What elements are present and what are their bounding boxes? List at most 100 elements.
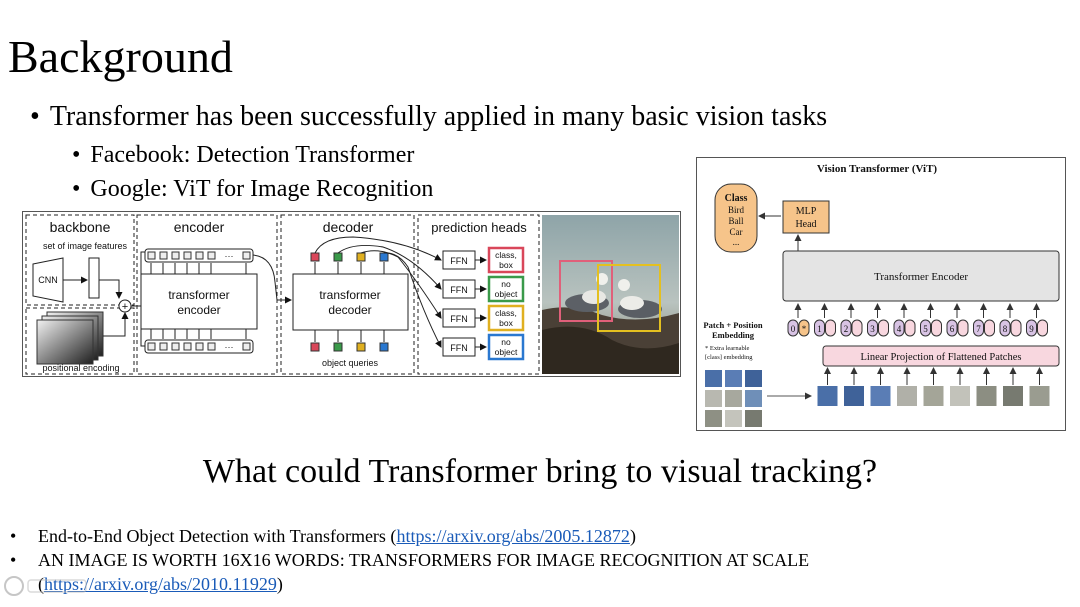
posenc-section bbox=[25, 307, 135, 375]
token-2: 2 bbox=[840, 303, 863, 337]
image-patch-9 bbox=[1029, 386, 1050, 406]
class-item-3: Car bbox=[730, 227, 743, 237]
class-token-star: * bbox=[802, 324, 807, 334]
bullet-marker: • bbox=[72, 176, 81, 202]
head-output-3-line2: box bbox=[499, 318, 513, 328]
patch-embedding-pill bbox=[825, 319, 836, 337]
position-embedding-pill bbox=[867, 319, 878, 337]
transformer-encoder-text1: transformer bbox=[168, 288, 229, 302]
patch-embedding-pill bbox=[931, 319, 942, 337]
cnn-block bbox=[32, 257, 64, 303]
encoder-label: encoder bbox=[174, 219, 225, 235]
token-5: 5 bbox=[920, 303, 942, 337]
token-index: 5 bbox=[923, 324, 928, 334]
transformer-decoder-text2: decoder bbox=[328, 303, 371, 317]
flattened-patches bbox=[817, 367, 1050, 406]
position-embedding-pill bbox=[814, 319, 825, 337]
image-features-label: set of image features bbox=[43, 241, 128, 251]
detr-paper-link[interactable]: https://arxiv.org/abs/2005.12872 bbox=[396, 526, 630, 546]
token-3: 3 bbox=[867, 303, 889, 337]
ffn-blocks bbox=[442, 250, 476, 357]
mlp-head-line1: MLP bbox=[796, 206, 817, 217]
position-embedding-pill bbox=[946, 319, 958, 337]
image-patch-5 bbox=[923, 386, 944, 406]
mlp-head-line2: Head bbox=[795, 219, 816, 230]
token-index: 1 bbox=[817, 324, 822, 334]
class-item-4: ... bbox=[733, 237, 740, 247]
position-embedding-pill bbox=[840, 319, 852, 337]
vit-paper-link[interactable]: https://arxiv.org/abs/2010.11929 bbox=[44, 574, 277, 594]
patch-embedding-pill bbox=[878, 319, 889, 337]
class-item-2: Ball bbox=[729, 216, 744, 226]
main-bullet: • Transformer has been successfully appli… bbox=[30, 100, 827, 134]
decoder-query-out-2 bbox=[333, 252, 343, 262]
patch-embedding-pill bbox=[957, 319, 969, 337]
position-embedding-pill bbox=[787, 319, 799, 337]
token-index: 7 bbox=[976, 324, 981, 334]
encoder-top-ellipsis: ··· bbox=[225, 251, 234, 261]
object-query-1 bbox=[310, 342, 320, 352]
detection-box-pink bbox=[559, 260, 613, 322]
transformer-encoder-label: Transformer Encoder bbox=[874, 271, 968, 283]
main-bullet-text: Transformer has been successfully applie… bbox=[49, 101, 828, 132]
vit-title: Vision Transformer (ViT) bbox=[817, 163, 938, 175]
patch-embedding-pill bbox=[1010, 319, 1022, 337]
vit-figure: Vision Transformer (ViT) Class Bird Ball… bbox=[696, 157, 1066, 431]
transformer-encoder-block bbox=[140, 273, 258, 330]
reference-item-vit-link: (https://arxiv.org/abs/2010.11929) bbox=[10, 572, 809, 596]
transformer-encoder-box bbox=[782, 250, 1060, 302]
ffn-label-2: FFN bbox=[450, 285, 468, 295]
decoder-query-out-3 bbox=[356, 252, 366, 262]
head-output-2 bbox=[487, 275, 525, 303]
object-query-3 bbox=[356, 342, 366, 352]
seagull-photo bbox=[542, 215, 679, 374]
positional-encoding-label: positional encoding bbox=[42, 363, 119, 373]
ffn-label-3: FFN bbox=[450, 314, 468, 324]
position-embedding-pill bbox=[1026, 319, 1037, 337]
sub-bullet-facebook: •Facebook: Detection Transformer bbox=[72, 140, 414, 170]
token-index: 8 bbox=[1003, 324, 1008, 334]
transformer-decoder-text1: transformer bbox=[319, 288, 380, 302]
token-7: 7 bbox=[973, 303, 995, 337]
extra-learnable-line2: [class] embedding bbox=[705, 354, 753, 361]
reference-tail: ) bbox=[276, 574, 283, 594]
reference-item-detr: • End-to-End Object Detection with Trans… bbox=[10, 524, 809, 548]
object-query-4 bbox=[379, 342, 389, 352]
cnn-label: CNN bbox=[38, 275, 58, 285]
bullet-marker: • bbox=[72, 142, 81, 168]
reference-text: End-to-End Object Detection with Transfo… bbox=[38, 526, 397, 546]
object-query-2 bbox=[333, 342, 343, 352]
head-output-1-line2: box bbox=[499, 260, 513, 270]
image-patch-3 bbox=[870, 386, 891, 406]
ffn-label-1: FFN bbox=[450, 256, 468, 266]
sub-bullet-text: Google: ViT for Image Recognition bbox=[90, 176, 434, 202]
head-output-2-line1: no bbox=[501, 279, 511, 289]
ffn-label-4: FFN bbox=[450, 343, 468, 353]
slide-title: Background bbox=[8, 31, 233, 82]
extra-learnable-line1: * Extra learnable bbox=[705, 345, 750, 352]
reference-text: AN IMAGE IS WORTH 16X16 WORDS: TRANSFORM… bbox=[38, 550, 810, 570]
image-patch-4 bbox=[897, 386, 917, 406]
watermark-logo bbox=[4, 576, 87, 596]
vit-diagram: Vision Transformer (ViT) Class Bird Ball… bbox=[703, 163, 1060, 427]
bullet-marker: • bbox=[30, 101, 40, 132]
detr-figure: backbone set of image features CNN + pos… bbox=[22, 211, 681, 377]
patch-embedding-pill bbox=[984, 319, 995, 337]
token-0: 0* bbox=[787, 303, 810, 337]
decoder-section bbox=[280, 214, 415, 375]
token-9: 9 bbox=[1026, 303, 1048, 337]
image-patch-7 bbox=[976, 386, 997, 406]
backbone-section bbox=[25, 214, 135, 306]
positional-encoding-map bbox=[36, 319, 94, 365]
image-patch-6 bbox=[950, 386, 970, 406]
token-index: 4 bbox=[897, 324, 902, 334]
decoder-query-out-4 bbox=[379, 252, 389, 262]
head-output-1 bbox=[487, 246, 525, 274]
plus-sign: + bbox=[122, 301, 128, 313]
linear-projection-label: Linear Projection of Flattened Patches bbox=[861, 352, 1022, 363]
linear-projection-box bbox=[822, 345, 1060, 367]
object-queries-label: object queries bbox=[322, 358, 379, 368]
prediction-heads-label: prediction heads bbox=[431, 220, 527, 235]
image-patch-8 bbox=[1003, 386, 1023, 406]
